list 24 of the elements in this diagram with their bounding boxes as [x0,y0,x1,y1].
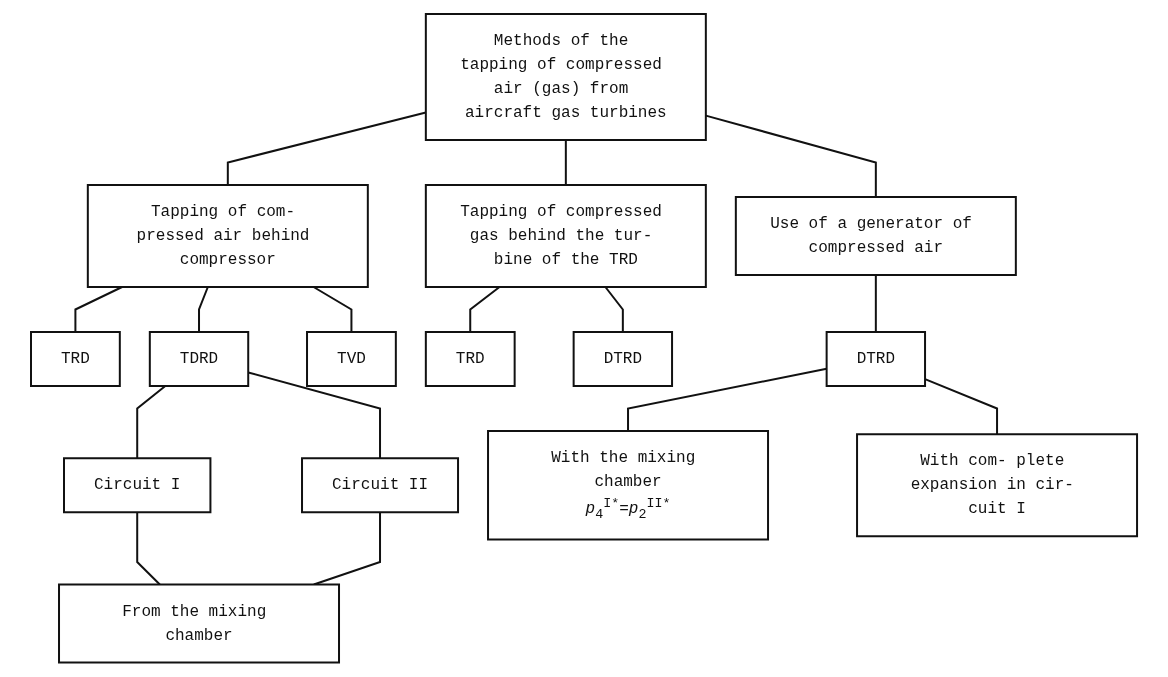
connector [312,511,381,586]
node-box: Methods of the tapping of compressed air (gas) from aircraft gas turbines [424,13,707,142]
node-box: Tapping of com- pressed air behind compressor [86,184,369,289]
node-box: Circuit II [301,457,459,514]
node-box: DTRD [825,331,926,388]
node-box: From the mixing chamber [58,583,340,664]
connector [136,385,167,460]
connector [74,286,124,334]
connector [312,286,353,334]
connector [469,286,501,334]
node-box: TRD [29,331,121,388]
node-box: Circuit I [62,457,212,514]
connector [136,511,161,586]
node-box: TRD [424,331,516,388]
node-box: TDRD [148,331,250,388]
connector [198,286,209,334]
connector [604,286,624,334]
node-box: Tapping of compressed gas behind the tur- bine of the TRD [424,184,707,289]
node-box: Use of a generator of compressed air [734,196,1017,277]
connector [874,274,877,334]
node-box: TVD [306,331,397,388]
connector [564,139,567,187]
node-box: DTRD [572,331,673,388]
node-box: With com- plete expansion in cir- cuit I [856,433,1138,538]
